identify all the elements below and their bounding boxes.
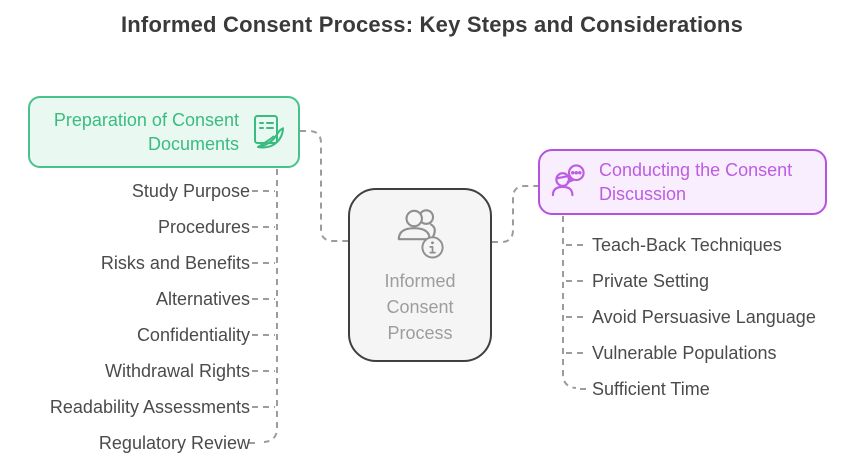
left-branch-node: Preparation of Consent Documents [28,96,300,168]
list-item: Avoid Persuasive Language [592,307,816,327]
center-node-label: Informed Consent Process [384,270,456,344]
list-item: Confidentiality [136,325,250,345]
list-item: Study Purpose [131,181,250,201]
list-item: Teach-Back Techniques [592,235,782,255]
right-branch-title: Conducting the Consent Discussion [599,159,793,204]
person-chat-icon [550,162,587,202]
document-quill-icon [248,112,288,152]
list-item: Alternatives [155,289,250,309]
list-item: Regulatory Review [98,433,250,453]
left-branch-trunk [263,169,278,443]
people-info-icon [394,204,446,260]
right-branch-trunk [562,216,577,389]
right-connector-path [492,185,538,243]
list-item: Private Setting [592,271,710,291]
list-item: Sufficient Time [592,379,710,399]
list-item: Procedures [157,217,250,237]
list-item: Risks and Benefits [100,253,250,273]
right-branch-node: Conducting the Consent Discussion [538,149,827,215]
center-node: Informed Consent Process [348,188,492,362]
list-item: Vulnerable Populations [592,343,777,363]
left-branch-title: Preparation of Consent Documents [53,109,239,154]
list-item: Withdrawal Rights [104,361,250,381]
diagram-title: Informed Consent Process: Key Steps and … [120,12,744,37]
left-connector-path [300,130,348,242]
list-item: Readability Assessments [49,397,250,417]
